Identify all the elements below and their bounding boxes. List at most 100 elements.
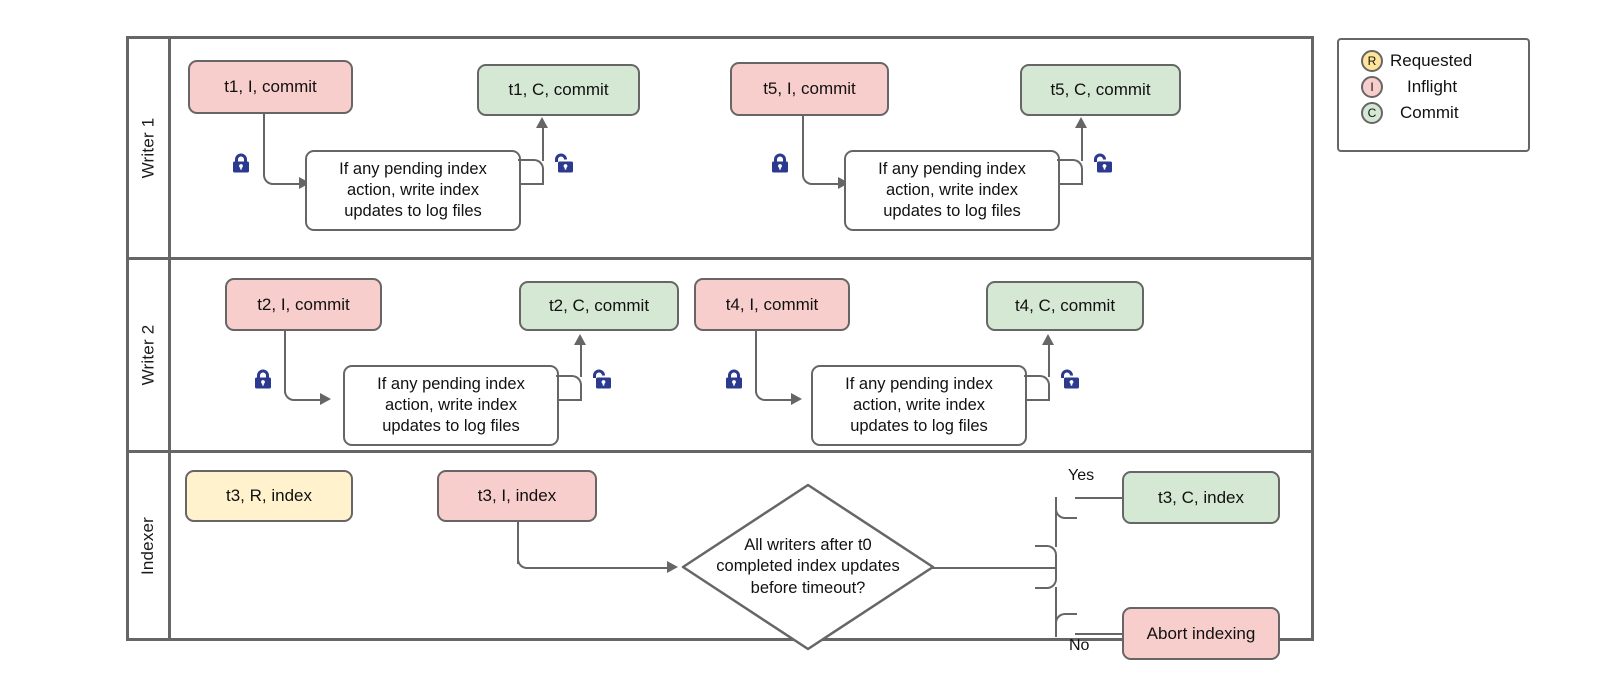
edge-w2-c-vert: [755, 331, 757, 393]
edge-w1-c-vert: [802, 116, 804, 176]
lane-body-writer2: t2, I, commit If any pending index actio…: [171, 260, 1311, 450]
edge-ix-yes-horz: [1075, 497, 1128, 499]
commit-badge-icon: C: [1361, 102, 1383, 124]
edge-w2-d-corner: [1024, 375, 1050, 401]
lock-open-icon: [1058, 368, 1082, 392]
node-w1-t5-inflight[interactable]: t5, I, commit: [730, 62, 889, 116]
lock-closed-icon: [229, 152, 253, 176]
node-w2-t2-commit[interactable]: t2, C, commit: [519, 281, 679, 331]
node-ix-decision[interactable]: All writers after t0 completed index upd…: [679, 481, 937, 653]
lane-body-writer1: t1, I, commit If any pen: [171, 39, 1311, 257]
node-ix-abort[interactable]: Abort indexing: [1122, 607, 1280, 660]
legend-item-commit: C Commit: [1361, 100, 1528, 126]
lock-closed-icon: [251, 368, 275, 392]
legend-item-inflight: I Inflight: [1361, 74, 1528, 100]
note-line-2: action, write index: [384, 395, 518, 414]
requested-badge-icon: R: [1361, 50, 1383, 72]
edge-w1-d-vert: [1081, 128, 1083, 161]
lane-indexer: Indexer t3, R, index t3, I, index: [129, 450, 1311, 660]
note-line-1: If any pending index: [339, 159, 487, 178]
edge-w1-b-horz: [521, 183, 544, 185]
edge-w1-c-horz: [826, 183, 840, 185]
edge-ix-no-vert: [1055, 587, 1057, 637]
node-w2-t4-commit[interactable]: t4, C, commit: [986, 281, 1144, 331]
note-line-2: action, write index: [885, 180, 1019, 199]
edge-ix-yes-vert: [1055, 497, 1057, 547]
node-w2-t2-inflight[interactable]: t2, I, commit: [225, 278, 382, 331]
lane-label-indexer: Indexer: [138, 516, 158, 575]
lane-label-writer1: Writer 1: [138, 117, 158, 179]
node-ix-t3-commit[interactable]: t3, C, index: [1122, 471, 1280, 524]
edge-w2-d-arrow: [1042, 334, 1054, 345]
edge-w1-d-arrow: [1075, 117, 1087, 128]
legend-item-requested: R Requested: [1361, 48, 1528, 74]
note-line-3: updates to log files: [382, 417, 520, 436]
note-line-3: updates to log files: [883, 202, 1021, 221]
edge-ix-a-arrow: [667, 561, 678, 573]
edge-ix-split-horz: [931, 567, 1057, 569]
edge-w2-b-vert: [580, 345, 582, 377]
edge-w1-a-arrow: [299, 177, 310, 189]
node-w1-t1-inflight[interactable]: t1, I, commit: [188, 60, 353, 114]
edge-w1-a-vert: [263, 114, 265, 176]
lane-writer1: Writer 1 t1, I, commit: [129, 39, 1311, 257]
lock-closed-icon: [722, 368, 746, 392]
node-w1-note-right[interactable]: If any pending index action, write index…: [844, 150, 1060, 231]
decision-line-2: completed index updates: [716, 557, 900, 576]
decision-line-3: before timeout?: [750, 578, 866, 597]
note-line-2: action, write index: [852, 395, 986, 414]
inflight-badge-icon: I: [1361, 76, 1383, 98]
legend-label-commit: Commit: [1400, 103, 1459, 122]
lane-title-writer1: Writer 1: [129, 39, 171, 257]
legend-panel: R Requested I Inflight C Commit: [1337, 38, 1530, 152]
lane-label-writer2: Writer 2: [138, 324, 158, 386]
node-ix-t3-inflight[interactable]: t3, I, index: [437, 470, 597, 522]
edge-w2-a-arrow: [320, 393, 331, 405]
lock-open-icon: [552, 152, 576, 176]
node-w2-t4-inflight[interactable]: t4, I, commit: [694, 278, 850, 331]
note-line-3: updates to log files: [344, 202, 482, 221]
edge-w2-a-vert: [284, 331, 286, 393]
edge-label-no: No: [1069, 637, 1090, 654]
edge-w1-d-horz: [1060, 183, 1083, 185]
edge-w1-a-horz: [287, 183, 301, 185]
lane-body-indexer: t3, R, index t3, I, index All writers af…: [171, 453, 1311, 660]
note-line-2: action, write index: [346, 180, 480, 199]
lane-writer2: Writer 2 t2, I, commit If an: [129, 257, 1311, 450]
edge-ix-a-corner: [517, 547, 539, 569]
edge-w2-d-horz: [1027, 399, 1050, 401]
edge-w2-a-corner: [284, 375, 310, 401]
edge-w2-c-horz: [779, 399, 793, 401]
edge-w2-a-horz: [308, 399, 322, 401]
edge-w2-c-arrow: [791, 393, 802, 405]
edge-w1-c-arrow: [838, 177, 849, 189]
note-line-3: updates to log files: [850, 417, 988, 436]
swimlane-frame: Writer 1 t1, I, commit: [126, 36, 1314, 660]
legend-label-requested: Requested: [1390, 51, 1473, 70]
edge-w1-b-corner: [518, 159, 544, 185]
node-w2-note-left[interactable]: If any pending index action, write index…: [343, 365, 559, 446]
node-w1-t5-commit[interactable]: t5, C, commit: [1020, 64, 1181, 116]
decision-line-1: All writers after t0: [744, 535, 872, 554]
node-ix-t3-requested[interactable]: t3, R, index: [185, 470, 353, 522]
lock-open-icon: [590, 368, 614, 392]
node-w2-note-right[interactable]: If any pending index action, write index…: [811, 365, 1027, 446]
edge-ix-yes-corner2: [1055, 497, 1077, 519]
node-w1-note-left[interactable]: If any pending index action, write index…: [305, 150, 521, 231]
edge-w2-d-vert: [1048, 345, 1050, 377]
decision-text: All writers after t0 completed index upd…: [679, 481, 937, 653]
edge-w2-c-corner: [755, 375, 781, 401]
legend-label-inflight: Inflight: [1407, 77, 1458, 96]
note-line-1: If any pending index: [845, 374, 993, 393]
edge-w2-b-horz: [559, 399, 582, 401]
note-line-1: If any pending index: [377, 374, 525, 393]
lock-closed-icon: [768, 152, 792, 176]
lane-title-writer2: Writer 2: [129, 260, 171, 450]
edge-w1-a-corner: [263, 159, 289, 185]
edge-w1-b-arrow: [536, 117, 548, 128]
edge-ix-no-corner2: [1055, 613, 1077, 635]
edge-ix-no-corner1: [1035, 567, 1057, 589]
edge-ix-no-horz: [1075, 633, 1128, 635]
node-w1-t1-commit[interactable]: t1, C, commit: [477, 64, 640, 116]
edge-ix-yes-corner1: [1035, 545, 1057, 567]
